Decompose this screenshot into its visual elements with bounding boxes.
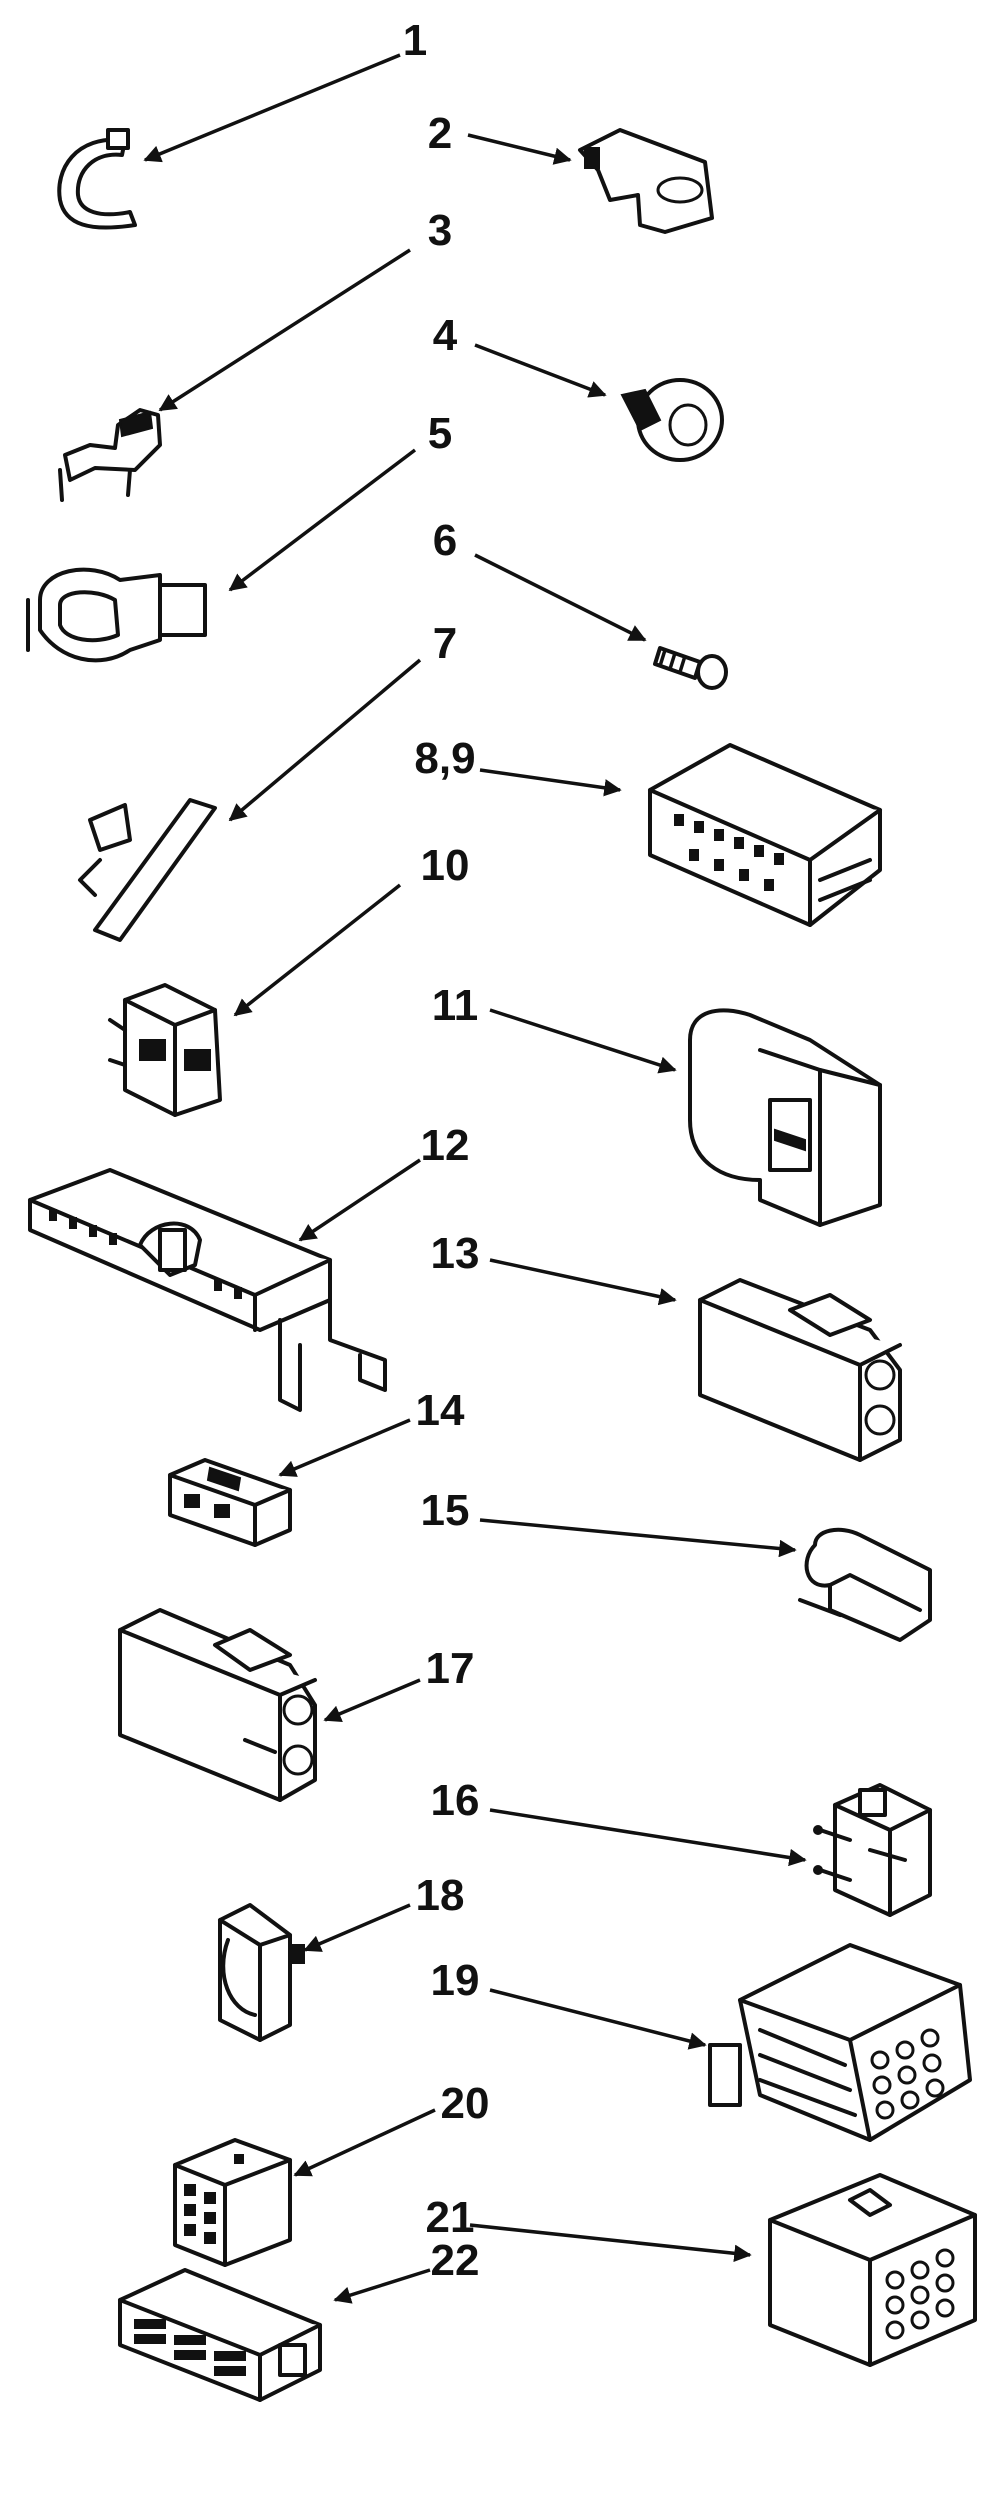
part-3: 3 [58, 206, 452, 502]
part-17: 16 [431, 1776, 932, 1917]
callout-7: 7 [433, 619, 457, 668]
callout-22: 22 [431, 2236, 480, 2285]
part-8-9: 8,9 [414, 734, 882, 927]
part-16: 17 [118, 1608, 475, 1802]
callout-15: 15 [421, 1486, 470, 1535]
leader-arrow-1 [143, 53, 401, 163]
cable-clamp-icon [26, 567, 207, 663]
leader-arrow-6 [474, 553, 647, 642]
part-15: 15 [421, 1486, 932, 1642]
part-18: 18 [218, 1871, 465, 2042]
bracket-clip-icon [218, 1903, 305, 2042]
part-20: 20 [173, 2079, 490, 2267]
leader-arrow-18 [303, 1903, 411, 1952]
leader-arrow-22 [333, 2268, 431, 2304]
part-19: 19 [431, 1943, 972, 2142]
callout-11: 11 [432, 981, 479, 1030]
callout-4: 4 [433, 311, 458, 360]
screw-icon [653, 646, 728, 690]
leader-arrow-11 [489, 1008, 677, 1074]
callout-19: 19 [431, 1956, 480, 2005]
leader-arrow-7 [228, 658, 422, 822]
leader-arrow-3 [158, 248, 411, 412]
part-6: 6 [433, 516, 728, 690]
callout-14: 14 [416, 1386, 465, 1435]
callout-6: 6 [433, 516, 457, 565]
leader-arrow-17 [489, 1808, 807, 1867]
spring-clip-icon [58, 408, 162, 502]
part-22: 22 [118, 2236, 480, 2402]
part-1: 1 [57, 16, 427, 230]
six-pin-plug-icon [173, 2138, 292, 2267]
part-2: 2 [428, 109, 714, 234]
leader-arrow-12 [298, 1158, 421, 1242]
callout-1: 1 [403, 16, 427, 65]
small-connector-icon [108, 983, 222, 1117]
terminal-block-icon [648, 743, 882, 927]
nine-pin-plug-icon [768, 2173, 977, 2367]
callout-18: 18 [416, 1871, 465, 1920]
leader-arrow-2 [467, 133, 572, 165]
leader-arrow-8-9 [479, 768, 622, 797]
terminal-strip-icon [28, 1168, 387, 1412]
part-4: 4 [433, 311, 724, 462]
retainer-clip-icon [78, 798, 217, 942]
leader-arrow-5 [228, 448, 417, 592]
hose-clamp-icon [57, 128, 137, 230]
callout-20: 20 [441, 2079, 490, 2128]
part-13: 13 [431, 1229, 902, 1462]
part-12: 12 [28, 1121, 470, 1412]
leader-arrow-20 [293, 2108, 436, 2177]
part-10: 10 [108, 841, 470, 1117]
leader-arrow-13 [489, 1258, 677, 1306]
two-pin-connector-icon-16 [118, 1608, 317, 1802]
pin-connector-icon [813, 1783, 932, 1917]
grommet-icon [620, 378, 724, 462]
leader-arrow-19 [489, 1988, 707, 2050]
leader-arrow-14 [278, 1418, 411, 1477]
callout-2: 2 [428, 109, 452, 158]
sleeve-icon [798, 1527, 932, 1642]
callout-13: 13 [431, 1229, 480, 1278]
leader-arrow-15 [479, 1518, 797, 1558]
leader-arrow-16 [323, 1678, 421, 1722]
multi-pin-connector-icon [708, 1943, 972, 2142]
callout-21: 21 [426, 2193, 475, 2242]
part-5: 5 [26, 409, 452, 663]
callout-5: 5 [428, 409, 452, 458]
part-14: 14 [168, 1386, 465, 1547]
connector-housing-icon [688, 1008, 882, 1227]
wire-clip-icon [578, 128, 714, 234]
callout-17: 16 [431, 1776, 480, 1825]
callout-10: 10 [421, 841, 470, 890]
callout-12: 12 [421, 1121, 470, 1170]
two-pin-connector-icon [698, 1278, 902, 1462]
callout-8-9: 8,9 [414, 734, 475, 783]
callout-3: 3 [428, 206, 452, 255]
mini-connector-icon [168, 1458, 292, 1547]
leader-arrow-4 [474, 343, 607, 398]
part-21: 21 [426, 2173, 977, 2367]
callout-16: 17 [426, 1644, 475, 1693]
leader-arrow-10 [233, 883, 402, 1017]
part-11: 11 [432, 981, 882, 1227]
leader-arrow-21 [469, 2223, 752, 2263]
ribbon-connector-icon [118, 2268, 322, 2402]
part-7: 7 [78, 619, 457, 942]
